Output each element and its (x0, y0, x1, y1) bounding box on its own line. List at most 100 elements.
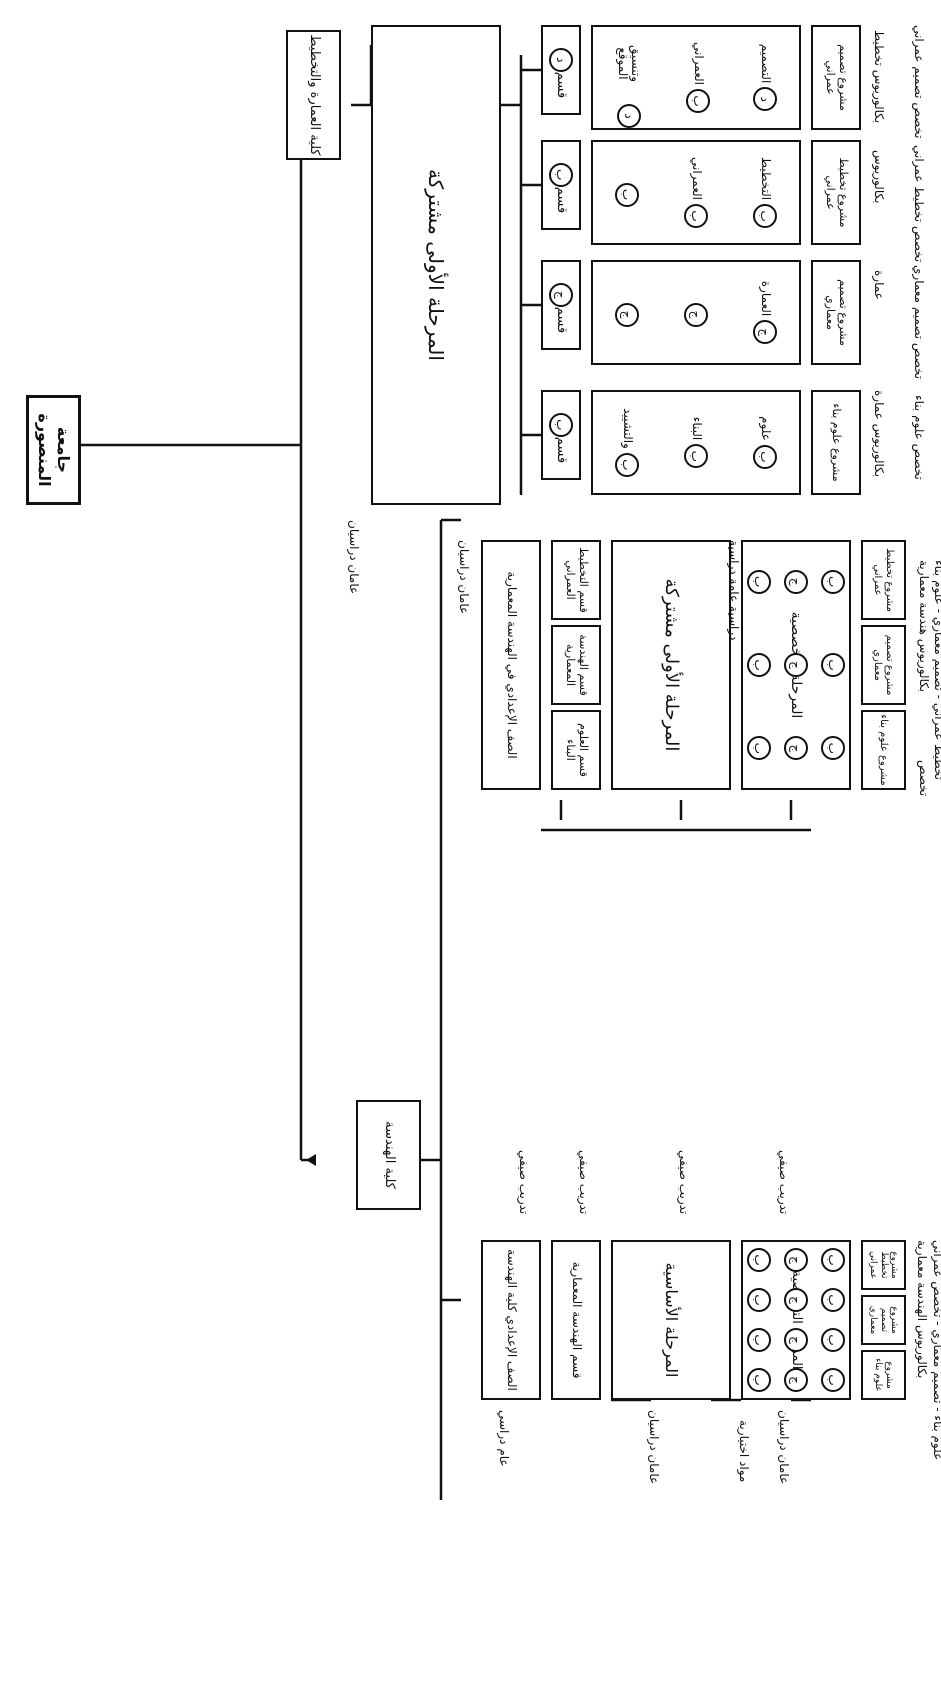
branch1-dept-2-label: قسم الهندسة المعمارية (564, 634, 590, 696)
college-a-dept-3: ج قسم (541, 260, 581, 350)
root-box: جامعة المنصورة (26, 395, 81, 505)
col3-item-3-mark: ج (615, 302, 640, 327)
dept-1-label: قسم (554, 71, 570, 99)
col4-item-2-text: البناء (689, 416, 704, 441)
college-a-spec-1: تخصص تصميم عمراني (912, 25, 926, 139)
root-label: جامعة المنصورة (35, 413, 73, 487)
branch2-grid-mark: ج (784, 1248, 808, 1272)
col3-item-3: ج (615, 299, 640, 327)
branch2-left-note-2: تدريب صيفي (577, 1150, 591, 1215)
branch1-dept-1-label: قسم التخطيط العمراني (564, 547, 590, 613)
branch1-grid-mark: ب (747, 569, 772, 594)
col3-item-2: ج (684, 299, 709, 327)
col2-item-2-text: العمراني (689, 156, 704, 200)
college-a-spec-2: تخصص تخطيط عمراني (912, 145, 926, 263)
college-a-note-3: عمارة (872, 270, 886, 300)
branch2-grid-mark: ج (784, 1328, 808, 1352)
branch2-grid-mark: ب (820, 1328, 845, 1352)
college-architecture-box: كلية العمارة والتخطيط (286, 30, 341, 160)
branch1-grid-mark: ج (784, 569, 808, 594)
branch2-note-3: عامان دراسيان (777, 1410, 791, 1485)
branch1-project-1: مشروع تخطيط عمراني (861, 540, 906, 620)
branch2-left-note-1: تدريب صيفي (517, 1150, 531, 1215)
branch2-note-1: عام دراسي (497, 1410, 511, 1467)
college-architecture-label: كلية العمارة والتخطيط (306, 34, 322, 156)
branch2-grid-mark: ب (747, 1368, 772, 1392)
branch1-project-3: مشروع علوم بناء (861, 710, 906, 790)
col2-item-2-mark: ب (684, 204, 709, 228)
branch1-project-3-label: مشروع علوم بناء (878, 714, 890, 786)
branch1-prep: الصف الإعدادي في الهندسة المعمارية (481, 540, 541, 790)
college-a-project-4: مشروع علوم بناء (811, 390, 861, 495)
branch2-left-note-4: تدريب صيفي (777, 1150, 791, 1215)
college-engineering-label: كلية الهندسة (381, 1121, 397, 1189)
branch1-grid-mark: ب (820, 569, 845, 594)
college-a-dept-2: ب قسم (541, 140, 581, 230)
col4-item-3-text: والتشييد (621, 408, 636, 449)
branch1-grid-mark: ب (820, 653, 845, 677)
college-a-note-4: بكالوريوس عمارة (872, 390, 886, 478)
col1-item-3-text: وتنسيق الموقع (615, 44, 644, 83)
branch2-project-1: مشروع تخطيط عمراني (861, 1240, 906, 1290)
branch1-middle: المرحلة الأولى مشتركة (611, 540, 731, 790)
branch2-grid-mark: ب (820, 1248, 845, 1272)
col4-item-1: علوم ب (752, 416, 777, 469)
col1-item-1: التصميم د (753, 43, 778, 112)
branch1-dept-2: قسم الهندسة المعمارية (551, 625, 601, 705)
col2-item-1-text: التخطيط (758, 156, 773, 201)
college-a-project-3: مشروع تصميم معماري (811, 260, 861, 365)
branch1-project-2: مشروع تصميم معماري (861, 625, 906, 705)
college-a-common-note: عامان دراسيان (347, 520, 361, 595)
branch2-project-1-label: مشروع تخطيط عمراني (868, 1250, 900, 1280)
branch2-project-3: مشروع علوم بناء (861, 1350, 906, 1400)
branch1-spec: تخطيط عمراني - تصميم معماري - علوم بناء (932, 560, 941, 781)
branch2-prep-label: الصف الإعدادي كلية الهندسة (504, 1249, 519, 1391)
college-a-dept-1: د قسم (541, 25, 581, 115)
col1-item-1-text: التصميم (759, 43, 774, 84)
branch1-left-note2: دراسية عامة دراسية (727, 540, 741, 641)
branch1-dept-3-label: قسم العلوم البناء (564, 723, 590, 777)
college-a-dept-4: ب قسم (541, 390, 581, 480)
project-1-label: مشروع تصميم عمراني (824, 44, 850, 111)
branch1-grid-mark: ب (820, 736, 845, 761)
branch2-middle: المرحلة الأساسية (611, 1240, 731, 1400)
branch2-note-2: عامان دراسيان (647, 1410, 661, 1485)
branch1-prep-label: الصف الإعدادي في الهندسة المعمارية (504, 571, 519, 759)
branch2-top-note: مواد اختيارية (737, 1420, 751, 1483)
college-a-project-2: مشروع تخطيط عمراني (811, 140, 861, 245)
dept-1-mark: د (549, 47, 573, 72)
dept-3-mark: ج (549, 282, 573, 307)
branch2-grid-mark: ج (784, 1288, 808, 1312)
branch2-project-2: مشروع تصميم معماري (861, 1295, 906, 1345)
col3-item-2-mark: ج (684, 302, 709, 327)
branch1-grid-mark: ب (747, 653, 772, 677)
branch1-middle-label: المرحلة الأولى مشتركة (661, 578, 683, 752)
dept-2-mark: ب (549, 162, 573, 187)
col1-item-3: وتنسيق الموقع د (615, 27, 643, 128)
branch2-project-3-label: مشروع علوم بناء (873, 1358, 894, 1392)
college-a-note-2: بكالوريوس (872, 150, 886, 204)
branch2-grid-mark: ج (784, 1368, 808, 1392)
branch2-grid-mark: ب (747, 1248, 772, 1272)
col4-item-1-text: علوم (758, 416, 773, 441)
branch2-project-2-label: مشروع تصميم معماري (868, 1305, 900, 1335)
col4-item-1-mark: ب (752, 444, 777, 469)
branch2-prep: الصف الإعدادي كلية الهندسة (481, 1240, 541, 1400)
project-2-label: مشروع تخطيط عمراني (824, 157, 850, 228)
college-a-common-stage: المرحلة الأولى مشتركة (371, 25, 501, 505)
col2-item-3-mark: ب (615, 182, 640, 207)
col1-item-3-mark: د (616, 104, 641, 128)
col1-item-1-mark: د (753, 87, 778, 112)
